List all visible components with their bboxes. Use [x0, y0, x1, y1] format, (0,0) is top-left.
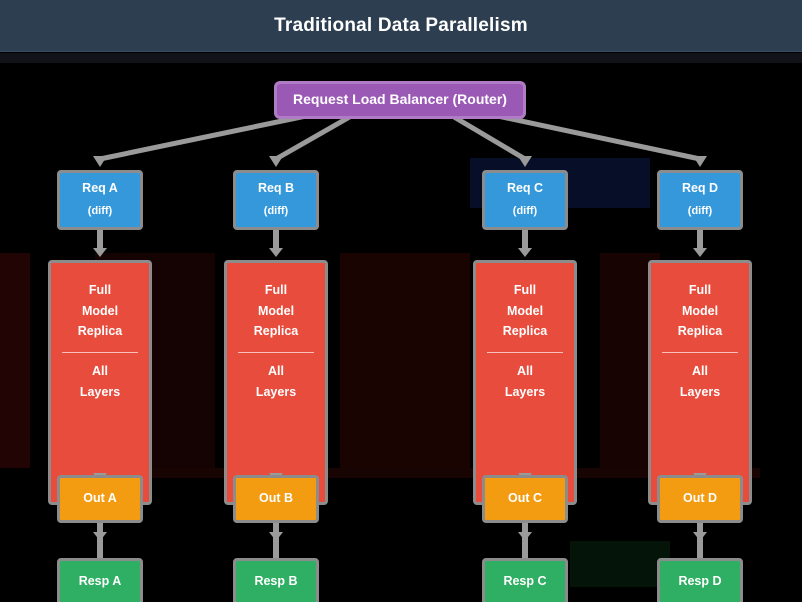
replica-sub-line-1-b: All [268, 363, 284, 378]
request-node-b[interactable]: Req B (diff) [233, 170, 319, 230]
replica-sub-line-2-c: Layers [504, 384, 546, 399]
replica-title-line-1-b: Full [264, 283, 288, 297]
connector-req-b-to-replica-b [273, 230, 279, 251]
output-node-b[interactable]: Out B [233, 475, 319, 523]
replica-sub-line-2-d: Layers [679, 384, 721, 399]
replica-node-a[interactable]: Full Model Replica All Layers [48, 260, 152, 505]
response-label-c: Resp C [503, 574, 547, 589]
connector-out-c-to-resp-c [522, 523, 528, 558]
response-label-a: Resp A [78, 574, 122, 589]
output-node-d[interactable]: Out D [657, 475, 743, 523]
request-node-d[interactable]: Req D (diff) [657, 170, 743, 230]
output-label-a: Out A [83, 491, 117, 506]
response-node-c[interactable]: Resp C [482, 558, 568, 602]
connector-arrow-req-d [693, 248, 707, 257]
replica-title-a: Full Model Replica [78, 283, 122, 340]
replica-sub-line-1-d: All [692, 363, 708, 378]
background-artifact-top [0, 53, 802, 63]
replica-divider-c [486, 351, 564, 353]
connector-out-d-to-resp-d [697, 523, 703, 558]
replica-node-d[interactable]: Full Model Replica All Layers [648, 260, 752, 505]
connector-out-b-to-resp-b [273, 523, 279, 558]
request-node-c[interactable]: Req C (diff) [482, 170, 568, 230]
replica-title-line-2-a: Model [81, 303, 119, 318]
replica-title-d: Full Model Replica [678, 283, 722, 340]
request-title-b: Req B [257, 180, 295, 195]
request-subtitle-a: (diff) [87, 205, 113, 218]
replica-sub-line-2-b: Layers [255, 384, 297, 399]
request-title-a: Req A [82, 180, 118, 195]
request-subtitle-d: (diff) [687, 205, 713, 218]
replica-sub-b: All Layers [256, 364, 296, 400]
output-node-a[interactable]: Out A [57, 475, 143, 523]
replica-title-line-1-d: Full [688, 283, 712, 297]
response-label-d: Resp D [678, 574, 722, 589]
router-node[interactable]: Request Load Balancer (Router) [274, 81, 526, 119]
response-node-b[interactable]: Resp B [233, 558, 319, 602]
replica-title-line-3-d: Replica [677, 324, 723, 339]
page-header: Traditional Data Parallelism [0, 0, 802, 52]
response-label-b: Resp B [254, 574, 298, 589]
request-title-d: Req D [681, 180, 719, 195]
output-label-d: Out D [682, 491, 718, 506]
replica-node-c[interactable]: Full Model Replica All Layers [473, 260, 577, 505]
connector-req-c-to-replica-c [522, 230, 528, 251]
replica-title-b: Full Model Replica [254, 283, 298, 340]
router-label: Request Load Balancer (Router) [293, 91, 507, 108]
connector-arrow-out-a [93, 532, 107, 541]
request-title-c: Req C [506, 180, 544, 195]
output-label-b: Out B [258, 491, 294, 506]
connector-arrow-out-d [693, 532, 707, 541]
replica-sub-c: All Layers [505, 364, 545, 400]
replica-title-line-2-b: Model [257, 303, 295, 318]
replica-node-b[interactable]: Full Model Replica All Layers [224, 260, 328, 505]
request-subtitle-b: (diff) [263, 205, 289, 218]
replica-sub-d: All Layers [680, 364, 720, 400]
replica-sub-line-2-a: Layers [79, 384, 121, 399]
page-title: Traditional Data Parallelism [274, 15, 528, 36]
replica-title-line-2-c: Model [506, 303, 544, 318]
request-node-a[interactable]: Req A (diff) [57, 170, 143, 230]
replica-title-line-1-c: Full [513, 283, 537, 297]
output-label-c: Out C [507, 491, 543, 506]
output-node-c[interactable]: Out C [482, 475, 568, 523]
replica-title-line-1-a: Full [88, 283, 112, 297]
replica-title-line-3-c: Replica [502, 324, 548, 339]
replica-title-line-3-b: Replica [253, 324, 299, 339]
replica-sub-a: All Layers [80, 364, 120, 400]
request-subtitle-c: (diff) [512, 205, 538, 218]
replica-title-line-2-d: Model [681, 303, 719, 318]
diagram-canvas: Request Load Balancer (Router) Req A (di… [0, 53, 802, 602]
response-node-d[interactable]: Resp D [657, 558, 743, 602]
connector-arrow-req-c [518, 248, 532, 257]
connector-req-d-to-replica-d [697, 230, 703, 251]
connector-arrow-out-c [518, 532, 532, 541]
replica-title-c: Full Model Replica [503, 283, 547, 340]
connector-arrow-req-a [93, 248, 107, 257]
replica-divider-b [237, 351, 315, 353]
connector-arrow-req-b [269, 248, 283, 257]
replica-title-line-3-a: Replica [77, 324, 123, 339]
replica-sub-line-1-c: All [517, 363, 533, 378]
response-node-a[interactable]: Resp A [57, 558, 143, 602]
background-artifact-green [570, 541, 670, 587]
replica-sub-line-1-a: All [92, 363, 108, 378]
connector-arrow-out-b [269, 532, 283, 541]
connector-out-a-to-resp-a [97, 523, 103, 558]
replica-divider-a [61, 351, 139, 353]
connector-req-a-to-replica-a [97, 230, 103, 251]
replica-divider-d [661, 351, 739, 353]
